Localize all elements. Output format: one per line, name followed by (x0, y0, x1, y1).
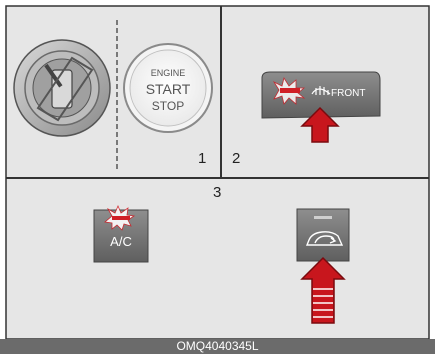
ac-button-label: A/C (110, 234, 132, 249)
start-line-2: START (146, 81, 191, 97)
recirculation-button (297, 209, 349, 261)
panel-3-number: 3 (213, 184, 221, 201)
figure-code: OMQ4040345L (0, 339, 435, 354)
front-button-label: FRONT (331, 88, 365, 99)
panel-3 (6, 179, 429, 339)
start-line-3: STOP (152, 99, 184, 113)
panel-2-number: 2 (232, 150, 240, 167)
panel-1-number: 1 (198, 150, 206, 167)
indicator-off (314, 216, 332, 219)
ignition-key-cylinder (14, 40, 110, 136)
engine-start-stop-button: ENGINE START STOP (124, 44, 212, 132)
start-line-1: ENGINE (151, 68, 186, 78)
ac-button: A/C (94, 206, 148, 262)
